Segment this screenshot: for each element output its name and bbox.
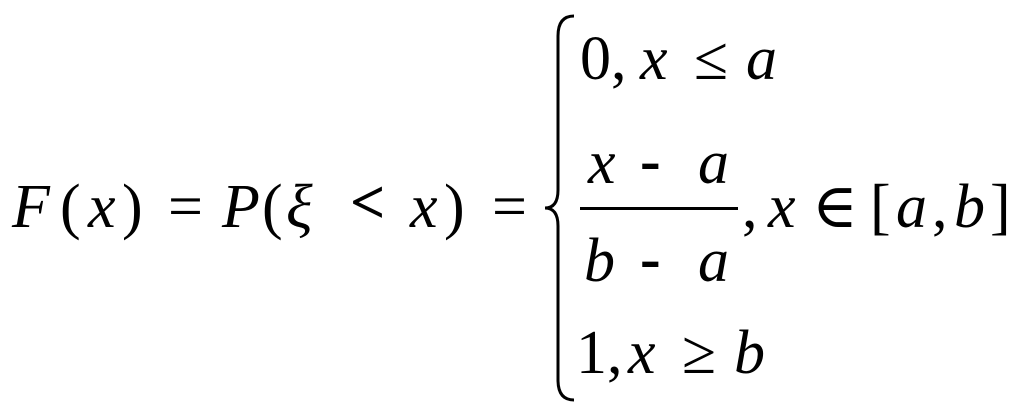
case-value-zero: 0, bbox=[580, 25, 627, 93]
less-or-equal-sign: ≤ bbox=[694, 25, 729, 93]
variable-x: x bbox=[768, 173, 796, 241]
comma: , bbox=[742, 173, 758, 241]
interval-hi-b: b bbox=[954, 173, 985, 241]
greater-or-equal-sign: ≥ bbox=[682, 319, 717, 387]
function-symbol-F: F bbox=[12, 173, 50, 241]
equals-sign: = bbox=[168, 173, 203, 241]
left-paren: ( bbox=[60, 173, 81, 241]
variable-xi: ξ bbox=[286, 173, 313, 241]
bound-b: b bbox=[734, 319, 765, 387]
right-paren: ) bbox=[122, 173, 143, 241]
variable-x: x bbox=[628, 319, 656, 387]
element-of-sign: ∈ bbox=[812, 173, 858, 241]
numerator-a: a bbox=[698, 129, 729, 197]
case-value-one: 1, bbox=[576, 319, 623, 387]
interval-lo-a: a bbox=[896, 173, 927, 241]
variable-x: x bbox=[88, 173, 116, 241]
right-bracket: ] bbox=[990, 173, 1011, 241]
fraction-bar bbox=[580, 207, 738, 210]
denominator-a: a bbox=[698, 227, 729, 295]
equals-sign: = bbox=[492, 173, 527, 241]
left-bracket: [ bbox=[870, 173, 891, 241]
numerator-x: x bbox=[588, 129, 616, 197]
interval-comma: , bbox=[932, 173, 948, 241]
less-than-sign: < bbox=[350, 169, 386, 237]
numerator-minus: - bbox=[640, 127, 661, 195]
denominator-b: b bbox=[584, 227, 615, 295]
probability-symbol-P: P bbox=[222, 173, 260, 241]
variable-x: x bbox=[410, 173, 438, 241]
left-paren: ( bbox=[262, 173, 283, 241]
bound-a: a bbox=[746, 25, 777, 93]
denominator-minus: - bbox=[640, 225, 661, 293]
left-brace-icon bbox=[544, 14, 575, 402]
variable-x: x bbox=[640, 25, 668, 93]
right-paren: ) bbox=[444, 173, 465, 241]
